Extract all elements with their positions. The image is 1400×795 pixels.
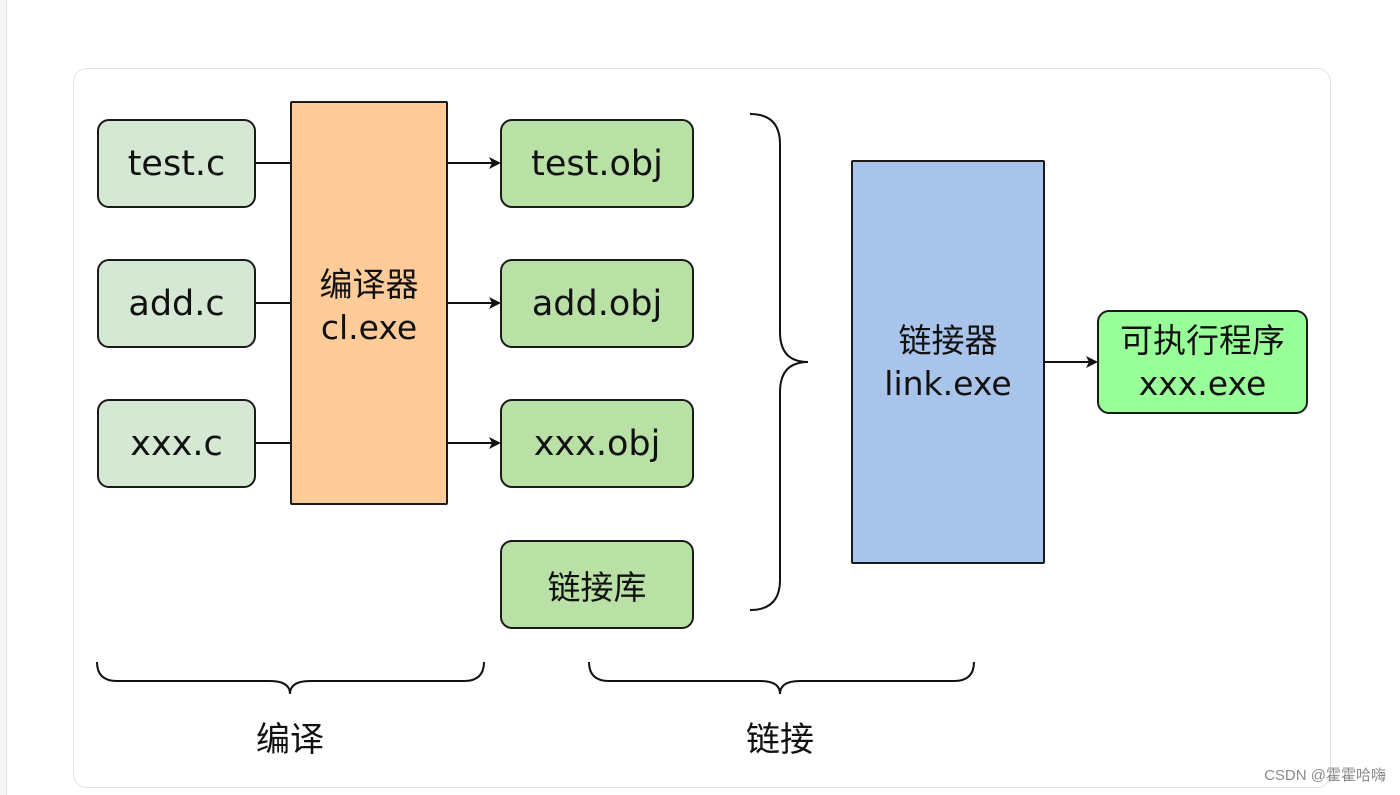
object-file-label: add.obj: [531, 283, 663, 324]
source-file-label: xxx.c: [130, 423, 223, 464]
compiler-exe: cl.exe: [320, 308, 418, 347]
object-file-label: xxx.obj: [533, 423, 661, 464]
linker-exe: link.exe: [884, 364, 1012, 403]
object-file-xxx-obj: xxx.obj: [500, 399, 694, 488]
object-file-test-obj: test.obj: [500, 119, 694, 208]
object-file-add-obj: add.obj: [500, 259, 694, 348]
diagram-card: [73, 68, 1331, 788]
source-file-label: add.c: [128, 283, 225, 324]
source-file-label: test.c: [127, 143, 226, 184]
source-file-test-c: test.c: [97, 119, 256, 208]
source-file-xxx-c: xxx.c: [97, 399, 256, 488]
object-file-label: test.obj: [531, 143, 663, 184]
compile-brace: [96, 661, 485, 695]
linker-box: 链接器 link.exe: [851, 160, 1045, 564]
executable-title: 可执行程序: [1120, 321, 1285, 360]
compiler-box: 编译器 cl.exe: [290, 101, 448, 505]
source-file-add-c: add.c: [97, 259, 256, 348]
link-brace: [588, 661, 975, 695]
linker-title: 链接器: [898, 321, 998, 360]
executable-name: xxx.exe: [1138, 364, 1267, 403]
executable-box: 可执行程序 xxx.exe: [1097, 310, 1308, 414]
stage-label-link: 链接: [746, 720, 814, 760]
watermark: CSDN @霍霍哈嗨: [1264, 767, 1386, 784]
compiler-title: 编译器: [319, 265, 419, 304]
link-inputs-brace: [749, 113, 809, 611]
link-library-label: 链接库: [547, 567, 647, 607]
link-library-box: 链接库: [500, 540, 694, 629]
stage-label-compile: 编译: [256, 720, 324, 760]
